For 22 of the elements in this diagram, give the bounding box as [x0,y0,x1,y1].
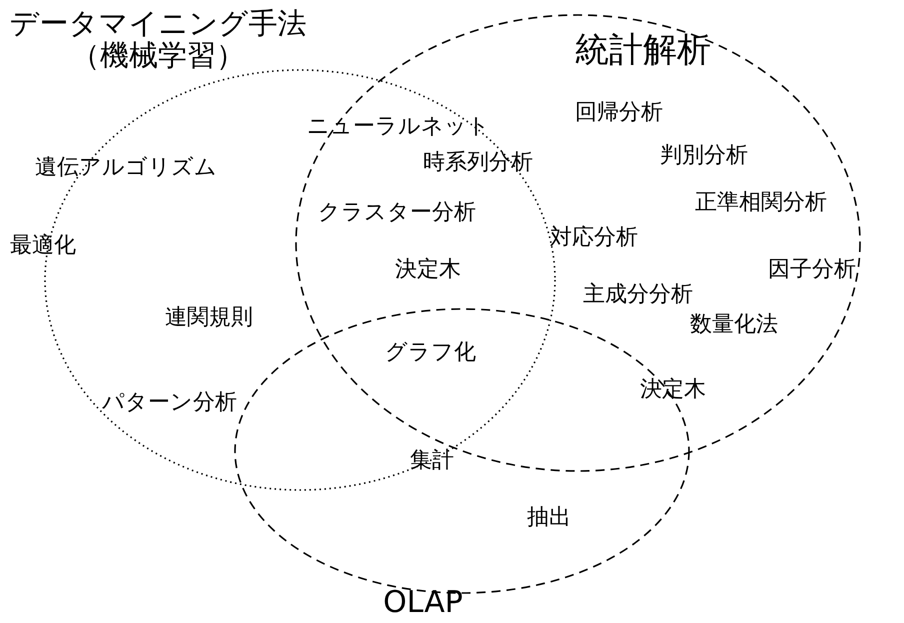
method-label: 抽出 [527,505,571,532]
method-label: 最適化 [10,233,76,260]
set-heading: 統計解析 [575,30,712,71]
method-label: 遺伝アルゴリズム [35,155,217,182]
method-label: ニューラルネット [307,114,490,140]
method-label: 連関規則 [165,305,253,332]
method-label: 判別分析 [660,143,748,170]
method-label: 対応分析 [550,225,638,252]
method-label: パターン分析 [102,390,237,416]
set-heading: OLAP [382,586,464,619]
method-label: 因子分析 [768,257,856,284]
method-label: クラスター分析 [318,200,476,226]
set-heading: データマイニング手法（機械学習） [8,8,308,72]
method-label: 時系列分析 [423,150,533,176]
method-label: 主成分分析 [583,282,693,308]
method-label: 正準相関分析 [695,190,827,216]
method-label: 決定木 [395,257,461,284]
method-label: 集計 [410,448,454,474]
method-label: 数量化法 [690,312,778,338]
method-label: 決定木 [640,377,706,404]
method-label: 回帰分析 [575,100,663,126]
method-label: グラフ化 [385,340,476,366]
